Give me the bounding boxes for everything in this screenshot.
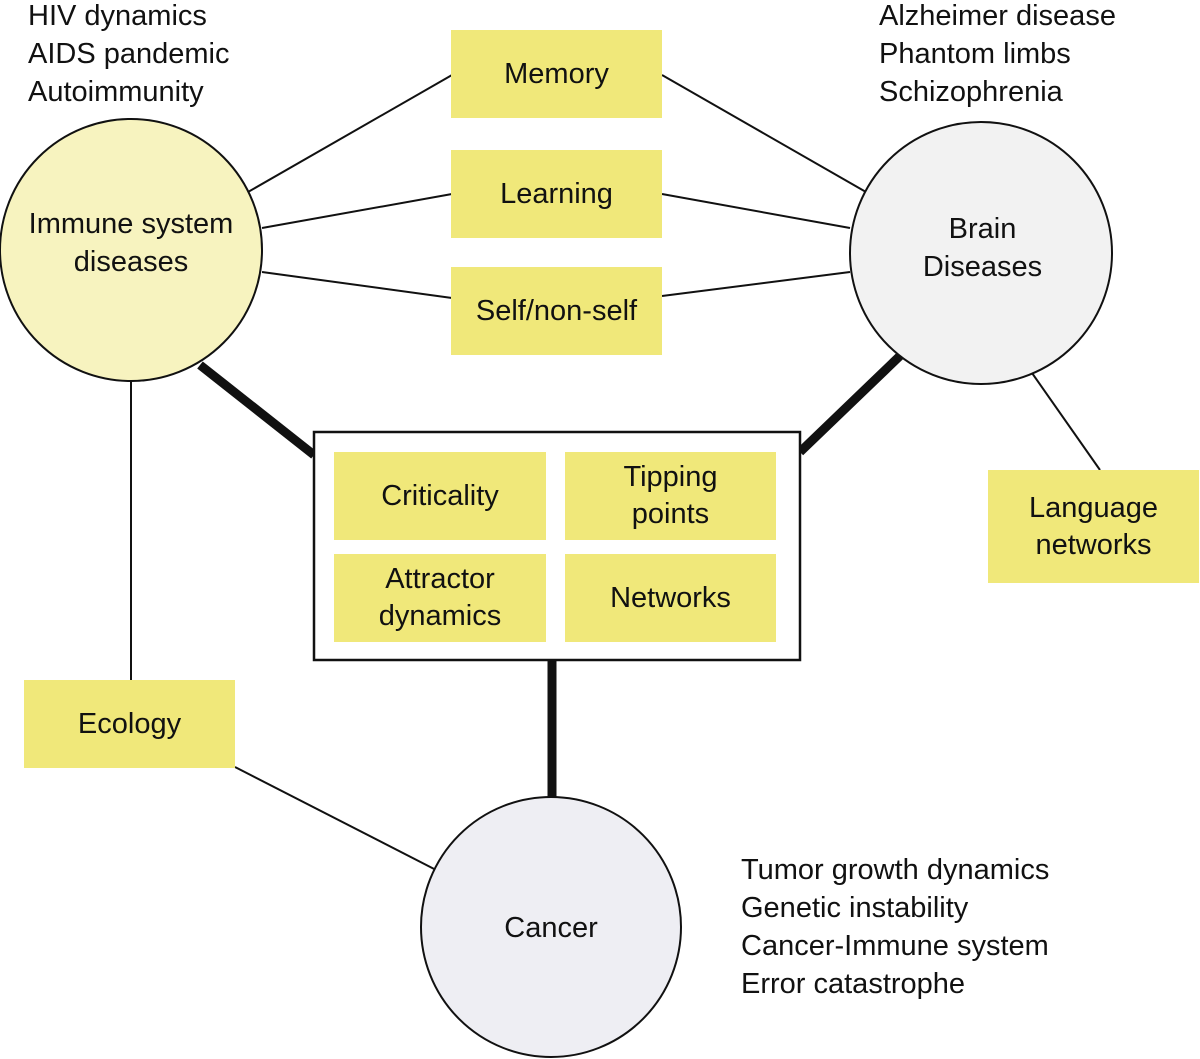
connector-memory-brain	[661, 74, 867, 193]
learning-box: Learning	[451, 150, 662, 238]
tipping-label-line: Tipping	[623, 461, 718, 493]
tipping-points-box: Tipping points	[565, 452, 776, 540]
cancer-note: Cancer-Immune system	[741, 930, 1049, 962]
memory-label: Memory	[504, 57, 609, 90]
ecology-label: Ecology	[77, 707, 182, 740]
language-networks-box: Language networks	[988, 470, 1199, 583]
ecology-box: Ecology	[24, 680, 235, 768]
brain-note: Phantom limbs	[879, 38, 1071, 70]
criticality-label: Criticality	[381, 479, 499, 512]
cancer-note: Error catastrophe	[741, 968, 966, 1000]
immune-note: AIDS pandemic	[28, 38, 230, 70]
attractor-dynamics-box: Attractor dynamics	[334, 554, 546, 642]
networks-box: Networks	[565, 554, 776, 642]
tipping-label-line: points	[631, 498, 710, 530]
brain-node-circle	[849, 121, 1113, 385]
self-nonself-box: Self/non-self	[451, 267, 662, 355]
language-label-line: Language	[1028, 491, 1159, 524]
immune-note: Autoimmunity	[28, 76, 204, 108]
connector-selfnonself-brain	[661, 271, 851, 297]
criticality-box: Criticality	[334, 452, 546, 540]
cancer-note: Tumor growth dynamics	[741, 854, 1050, 886]
connector-immune-memory	[247, 74, 453, 193]
brain-label-line: Brain	[948, 212, 1017, 245]
learning-label: Learning	[500, 177, 613, 210]
immune-node-circle	[0, 118, 263, 382]
networks-label: Networks	[610, 581, 731, 614]
cancer-note: Genetic instability	[741, 892, 969, 924]
connector-immune-learning	[261, 193, 453, 229]
immune-label-line: Immune system	[28, 207, 234, 240]
brain-label-line: Diseases	[922, 250, 1043, 283]
connector-brain-language	[1031, 372, 1101, 471]
immune-notes: HIV dynamics AIDS pandemic Autoimmunity	[28, 0, 230, 111]
cancer-label-line: Cancer	[504, 911, 598, 944]
immune-node-label: Immune system diseases	[0, 185, 262, 300]
attractor-label-line: Attractor	[385, 563, 495, 595]
immune-note: HIV dynamics	[28, 0, 207, 32]
cancer-notes: Tumor growth dynamics Genetic instabilit…	[741, 851, 1049, 1003]
self-nonself-label: Self/non-self	[475, 294, 638, 327]
brain-node-label: Brain Diseases	[890, 190, 1075, 305]
thick-connector-brain-core	[796, 348, 908, 456]
thick-connector-immune-core	[197, 361, 317, 459]
attractor-label-line: dynamics	[378, 600, 502, 632]
connector-ecology-cancer	[234, 766, 441, 873]
memory-box: Memory	[451, 30, 662, 118]
connector-immune-selfnonself	[261, 271, 453, 299]
brain-note: Alzheimer disease	[879, 0, 1116, 32]
connector-learning-brain	[661, 193, 851, 229]
immune-label-line: diseases	[73, 245, 189, 278]
brain-notes: Alzheimer disease Phantom limbs Schizoph…	[879, 0, 1116, 111]
cancer-node-circle	[420, 796, 682, 1058]
language-label-line: networks	[1035, 528, 1152, 561]
brain-note: Schizophrenia	[879, 76, 1063, 108]
cancer-node-label: Cancer	[451, 905, 651, 950]
